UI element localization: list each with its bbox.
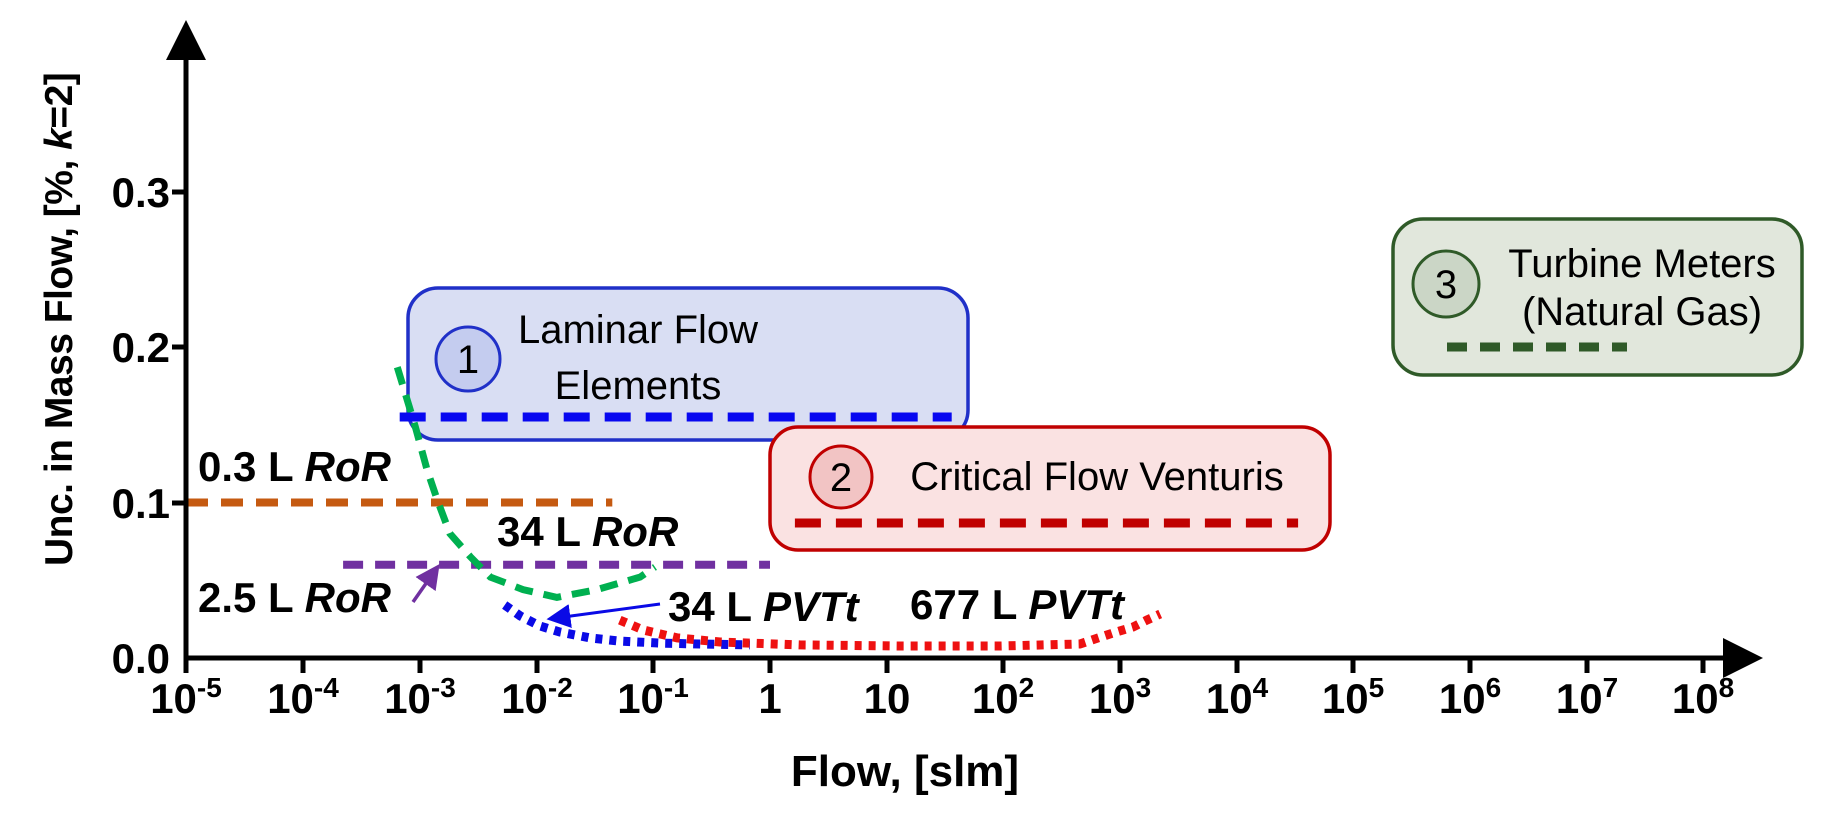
x-tick-label-1e3: 103 <box>1089 672 1151 722</box>
y-tick-label-0.3: 0.3 <box>112 169 170 216</box>
turbine-box-rect <box>1391 217 1804 377</box>
series-34L-RoR <box>393 366 657 601</box>
venturi-box-label: Critical Flow Venturis <box>910 455 1283 499</box>
laminar-flow-elements-box: 1 Laminar Flow Elements <box>406 286 970 442</box>
x-tick-label-1e4: 104 <box>1206 672 1269 722</box>
x-tick-label-1e5: 105 <box>1322 672 1384 722</box>
critical-flow-venturis-box: 2 Critical Flow Venturis <box>768 425 1332 552</box>
x-tick-label-1e-5: 10-5 <box>150 672 222 722</box>
label-0p3L-RoR: 0.3 L RoR <box>198 443 392 490</box>
x-tick-label-1e8: 108 <box>1672 672 1734 722</box>
venturi-box-number: 2 <box>830 456 852 500</box>
x-tick-label-1e2: 102 <box>972 672 1034 722</box>
turbine-box-label-line1: Turbine Meters <box>1508 242 1776 286</box>
x-tick-label-1e7: 107 <box>1556 672 1618 722</box>
pointer-arrow-2p5L-RoR <box>411 563 440 604</box>
x-tick-label-1e-1: 10-1 <box>617 672 689 722</box>
series-group <box>186 342 1627 651</box>
laminar-box-label-line1: Laminar Flow <box>518 308 758 352</box>
x-tick-label-1e6: 106 <box>1439 672 1501 722</box>
x-tick-labels: 10-5 10-4 10-3 10-2 10-1 1 10 102 103 10… <box>150 672 1734 722</box>
y-tick-label-0.0: 0.0 <box>112 635 170 682</box>
y-tick-label-0.1: 0.1 <box>112 480 170 527</box>
x-axis-title: Flow, [slm] <box>791 747 1019 796</box>
venturi-box-number-circle <box>808 444 874 510</box>
y-tick-label-0.2: 0.2 <box>112 324 170 371</box>
label-34L-PVTt: 34 L PVTt <box>668 583 861 630</box>
x-tick-label-1e-3: 10-3 <box>384 672 456 722</box>
x-tick-label-1e-2: 10-2 <box>501 672 573 722</box>
label-677L-PVTt: 677 L PVTt <box>910 581 1126 628</box>
x-tick-label-1e-4: 10-4 <box>267 672 339 722</box>
x-tick-label-10: 10 <box>864 675 911 722</box>
laminar-box-label-line2: Elements <box>555 364 722 408</box>
turbine-meters-box: 3 Turbine Meters (Natural Gas) <box>1391 217 1804 377</box>
y-axis-title: Unc. in Mass Flow, [%, k=2] <box>38 73 81 566</box>
y-tick-labels: 0.0 0.1 0.2 0.3 <box>112 169 170 682</box>
turbine-box-label-line2: (Natural Gas) <box>1522 290 1762 334</box>
laminar-box-number: 1 <box>457 338 479 382</box>
x-tick-label-1: 1 <box>758 675 781 722</box>
laminar-box-number-circle <box>434 325 502 393</box>
label-34L-RoR: 34 L RoR <box>497 508 679 555</box>
series-677L-PVTt <box>618 609 1163 651</box>
venturi-box-rect <box>768 425 1332 552</box>
axes-group <box>166 20 1763 678</box>
pointer-arrow-34L-PVTt <box>546 602 661 628</box>
laminar-box-rect <box>406 286 970 442</box>
label-2p5L-RoR: 2.5 L RoR <box>198 574 392 621</box>
turbine-box-number: 3 <box>1435 263 1457 307</box>
turbine-box-number-circle <box>1411 249 1481 319</box>
